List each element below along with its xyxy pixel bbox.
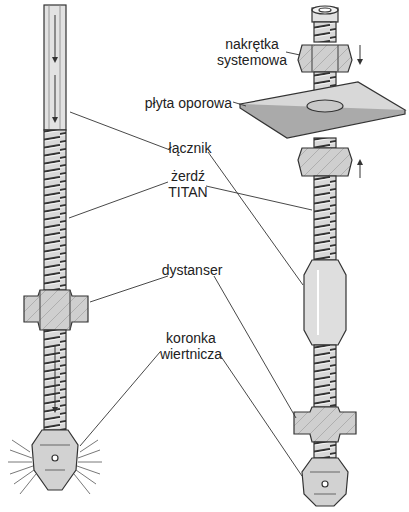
- part-label: żerdź TITAN: [158, 168, 218, 200]
- part-label: płyta oporowa: [118, 95, 232, 111]
- part-label: dystanser: [152, 262, 232, 278]
- part-label: łącznik: [160, 140, 220, 156]
- part-label: nakrętka systemowa: [216, 36, 288, 68]
- part-label: koronka wiertnicza: [148, 330, 234, 362]
